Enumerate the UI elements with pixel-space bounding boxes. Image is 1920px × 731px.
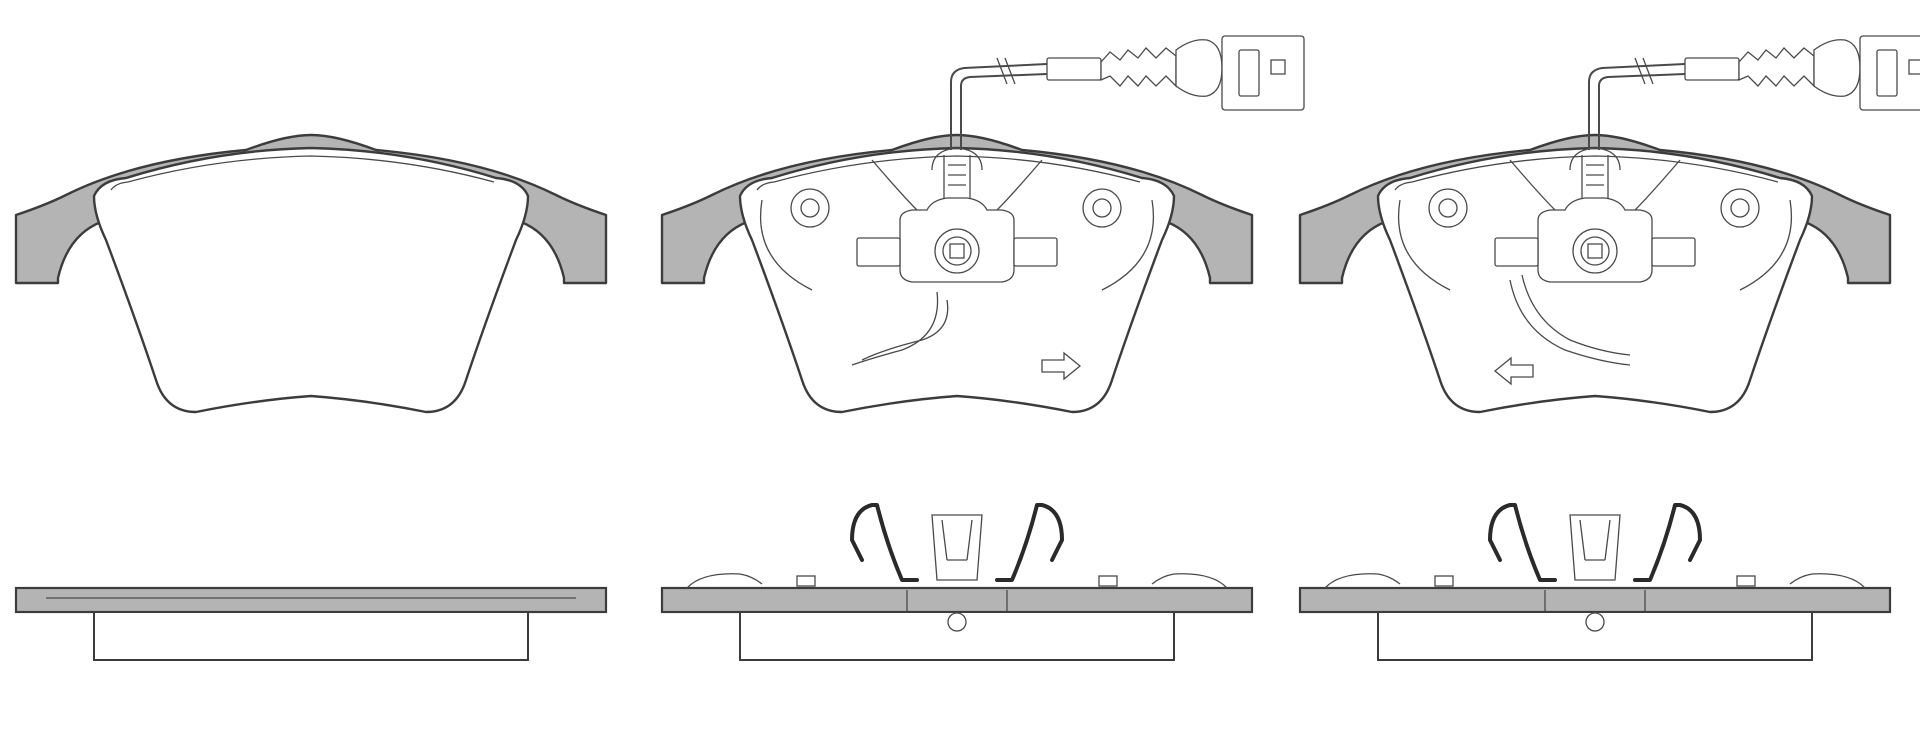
pad-sensor-right (1298, 35, 1920, 662)
pad-sensor-left (660, 35, 1305, 662)
pad-plain (14, 133, 608, 662)
sensor-groove (861, 299, 949, 361)
